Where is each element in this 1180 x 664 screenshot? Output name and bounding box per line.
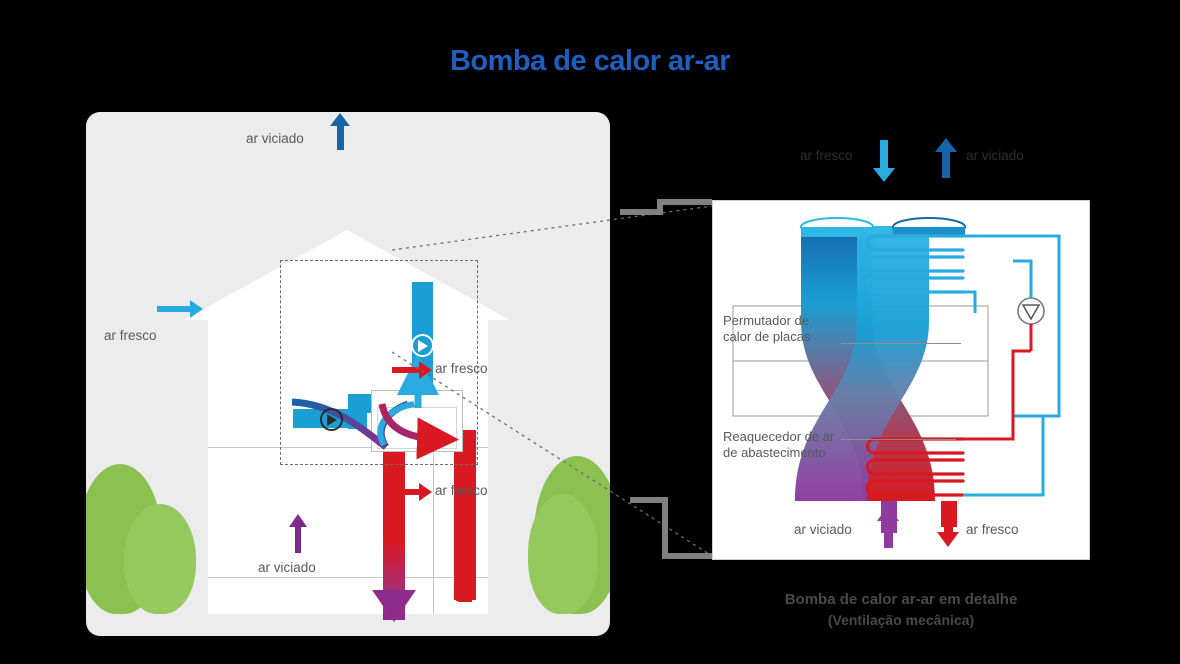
heat-pump-detail-panel: Permutador de calor de placas Reaquecedo… [712,200,1090,560]
detail-schematic [732,217,1061,533]
arrow-exhaust-up-head [330,113,350,126]
cooling-coil [865,234,965,294]
bush-right-small [528,494,598,614]
duct-return-inlet-cone [372,590,416,622]
arrow-supply-lower-shaft [392,489,422,495]
caption-line-2: (Ventilação mecânica) [827,612,975,628]
duct-supply-branch-lower [454,580,472,602]
label-plate-heat-exchanger: Permutador de calor de placas [723,313,811,344]
detail-label-exhaust-top: ar viciado [966,148,1024,163]
fan-intake-icon [320,408,343,431]
arrow-supply-upper-head [419,361,432,379]
label-exhaust-top: ar viciado [246,131,304,146]
arrow-supply-upper-shaft [392,367,422,373]
detail-arrow-exhaust-up-head [935,138,957,152]
arrow-return-bottom-head [289,514,307,527]
detail-arrow-exhaust-out-shaft [884,518,893,548]
house-cutaway-panel [86,112,610,636]
bush-left-small [124,504,196,614]
arrow-exhaust-up-shaft [337,122,344,150]
label-supply-lower: ar fresco [435,483,488,498]
detail-arrow-fresh-down-head [873,168,895,182]
detail-arrow-exhaust-out-head [877,506,899,521]
fan-exhaust-blade-icon [418,340,428,352]
arrow-fresh-intake-head [190,300,203,318]
detail-arrow-exhaust-up-shaft [942,148,950,178]
detail-arrow-supply-out-head [937,532,959,547]
detail-panel-caption: Bomba de calor ar-ar em detalhe (Ventila… [712,590,1090,630]
label-supply-air-reheater: Reaquecedor de ar de abastecimento [723,429,835,460]
interior-wall [433,447,434,614]
arrow-fresh-intake-shaft [157,306,193,312]
detail-label-fresh-top: ar fresco [800,148,853,163]
fan-intake-blade-icon [327,414,337,426]
page-title: Bomba de calor ar-ar [449,45,731,77]
arrow-supply-lower-head [419,483,432,501]
label-fresh-intake: ar fresco [104,328,157,343]
caption-line-1: Bomba de calor ar-ar em detalhe [784,591,1018,608]
leader-line-reheater [841,439,956,440]
label-supply-upper: ar fresco [435,361,488,376]
detail-arrow-fresh-down-shaft [880,140,888,170]
leader-line-heat-exchanger [841,343,961,344]
detail-label-fresh-bottom: ar fresco [966,522,1019,537]
label-return-bottom: ar viciado [258,560,316,575]
arrow-return-bottom-shaft [295,525,301,553]
detail-arrow-supply-out-shaft [944,504,953,534]
detail-label-exhaust-bottom: ar viciado [794,522,852,537]
floor-divider-lower [208,577,488,578]
